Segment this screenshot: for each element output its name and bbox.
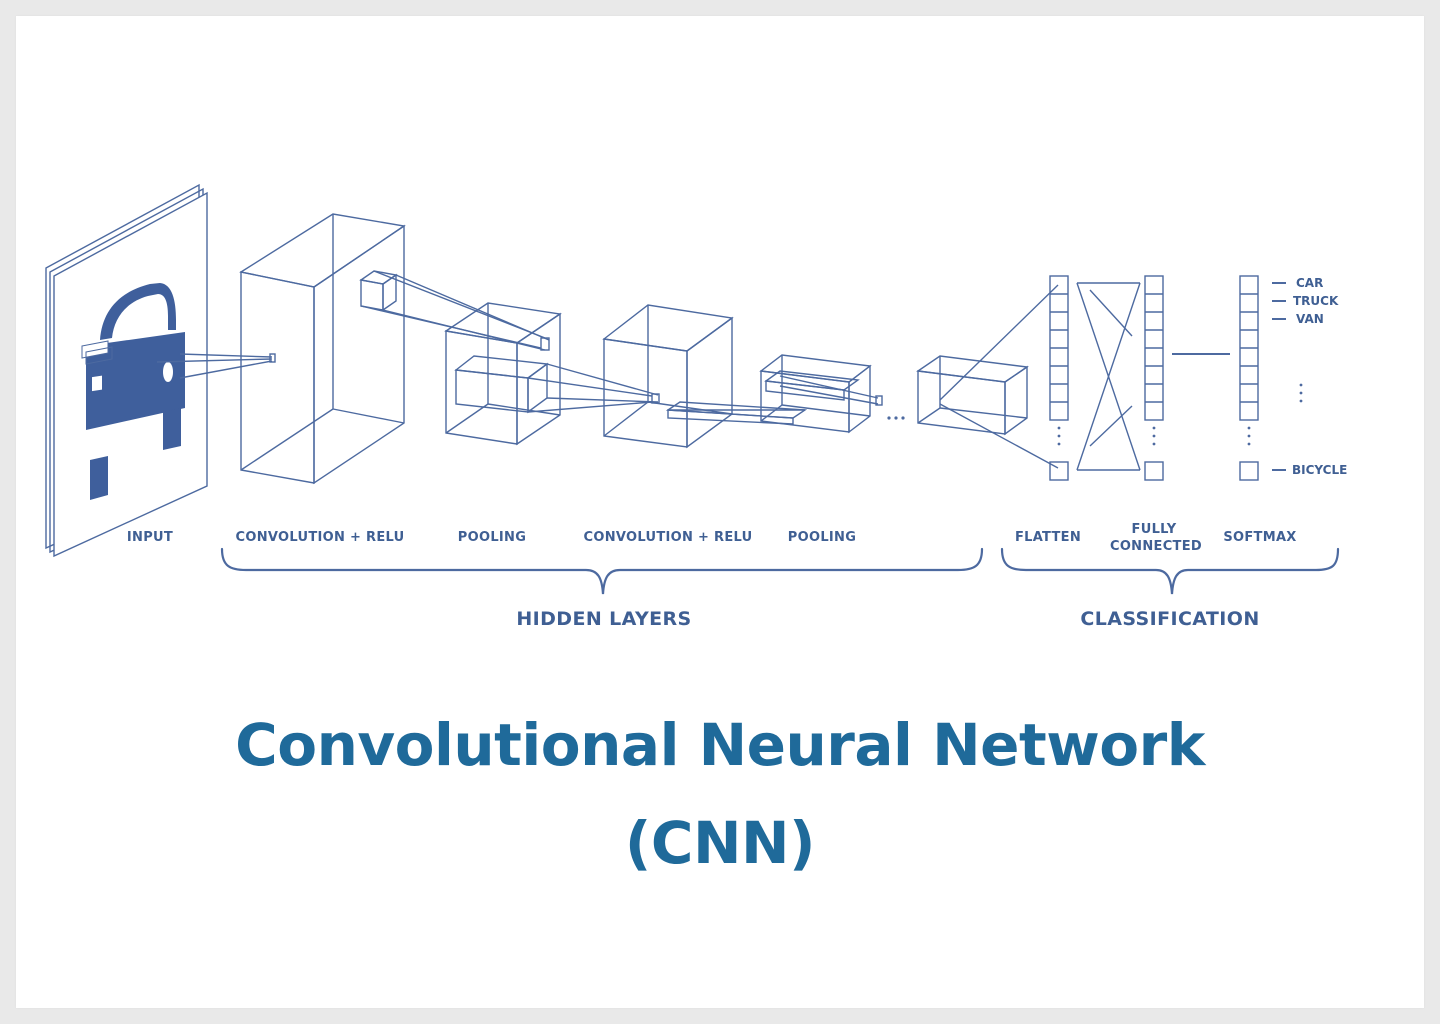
label-hidden-layers: HIDDEN LAYERS <box>516 608 691 630</box>
ellipsis-dots <box>887 416 905 420</box>
title-line-1: Convolutional Neural Network <box>235 711 1205 779</box>
class-label-van: VAN <box>1296 312 1324 326</box>
softmax-column <box>1239 275 1303 481</box>
fc-column <box>1076 275 1164 481</box>
label-pool1: POOLING <box>458 530 526 545</box>
title-line-2: (CNN) <box>624 809 816 877</box>
class-label-truck: TRUCK <box>1293 294 1339 308</box>
classification-brace <box>1000 547 1340 595</box>
diagram-card <box>16 16 1424 1008</box>
label-input: INPUT <box>127 530 173 545</box>
label-classification: CLASSIFICATION <box>1080 608 1259 630</box>
pool1-block <box>444 302 660 446</box>
label-flatten: FLATTEN <box>1015 530 1081 545</box>
hidden-layers-brace <box>220 547 984 595</box>
class-label-car: CAR <box>1296 276 1323 290</box>
label-fully: FULLY <box>1132 522 1177 537</box>
input-receptive-lines <box>156 353 276 379</box>
label-pool2: POOLING <box>788 530 856 545</box>
class-label-bicycle: BICYCLE <box>1292 463 1347 477</box>
label-connected: CONNECTED <box>1110 539 1202 554</box>
pool2-block <box>759 354 883 434</box>
label-softmax: SOFTMAX <box>1223 530 1296 545</box>
car-icon <box>81 283 185 500</box>
label-conv1: CONVOLUTION + RELU <box>236 530 405 545</box>
conv1-block <box>239 213 550 485</box>
conv2-block <box>602 304 808 449</box>
flatten-column <box>939 275 1069 481</box>
label-conv2: CONVOLUTION + RELU <box>584 530 753 545</box>
